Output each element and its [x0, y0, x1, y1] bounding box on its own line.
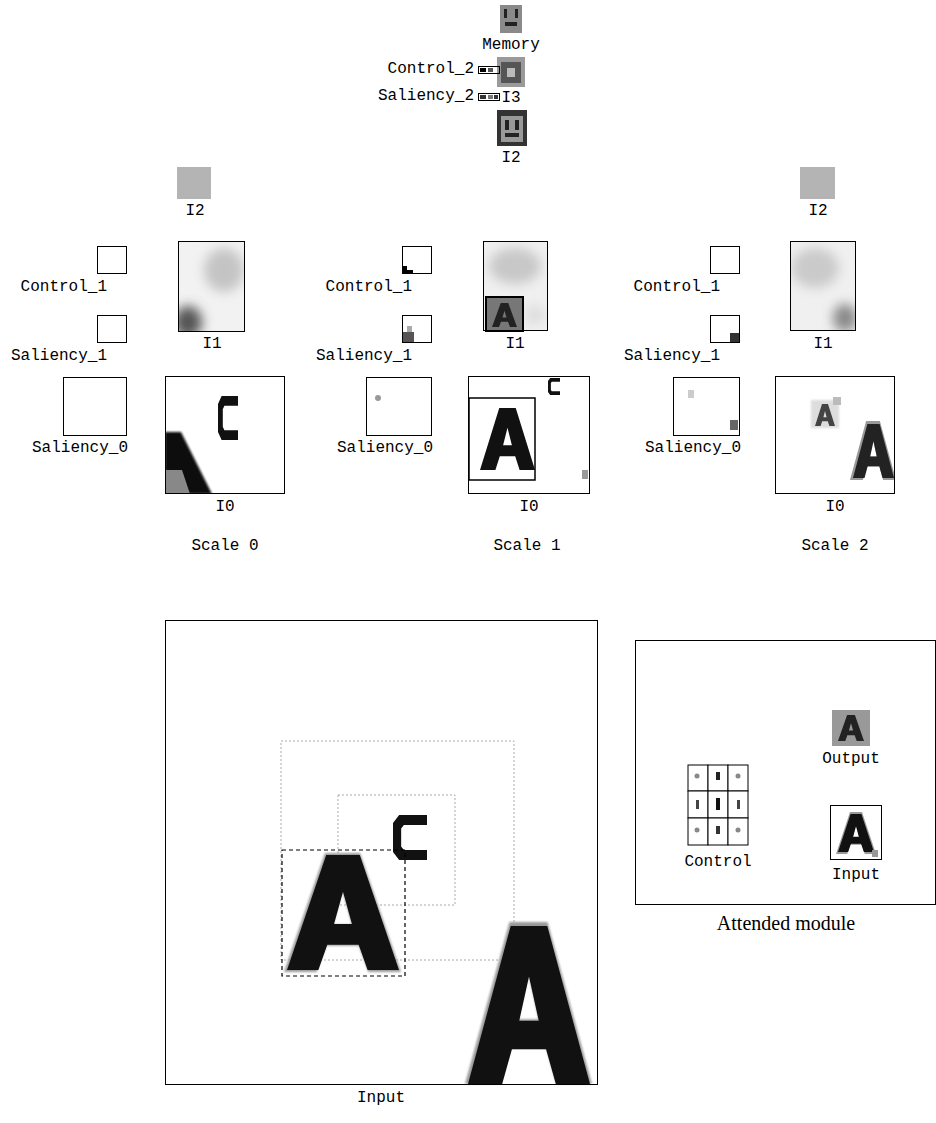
panel-label: Saliency_1	[316, 348, 412, 366]
image-panel: I0	[775, 376, 895, 494]
saliency-map: Saliency_0	[366, 377, 432, 436]
image-panel: I1	[483, 241, 548, 331]
panel-label: Saliency_0	[337, 440, 433, 458]
control-map: Control_1	[710, 246, 740, 274]
input-image: Input	[165, 620, 598, 1085]
panel-label: Saliency_1	[624, 348, 720, 366]
panel-label: Saliency_1	[11, 348, 107, 366]
panel-label: I3	[501, 90, 520, 108]
panel-label: Saliency_2	[378, 88, 474, 106]
module-panel: Attended moduleControlOutputInput	[635, 640, 936, 905]
saliency-map: Saliency_1	[710, 315, 740, 343]
image-panel: I0	[165, 376, 285, 494]
control-map: Control_2	[478, 66, 500, 74]
panel-label: Control_1	[326, 279, 412, 297]
panel-label: Saliency_0	[645, 440, 741, 458]
image-panel: I2	[177, 167, 211, 199]
saliency-map: Saliency_0	[673, 377, 740, 436]
panel-label: Control_1	[21, 279, 107, 297]
control-grid: Control	[688, 765, 748, 845]
memory-panel: Memory	[500, 5, 522, 33]
image-panel: I2	[800, 167, 835, 199]
panel-label: I1	[813, 336, 832, 354]
output-image: Output	[832, 710, 870, 746]
panel-label: Saliency_0	[32, 440, 128, 458]
control-map: Control_1	[402, 246, 432, 274]
panel-label: Control_2	[388, 61, 474, 79]
scale-label: Scale 2	[801, 538, 868, 556]
saliency-map: Saliency_1	[402, 315, 432, 343]
panel-label: Output	[822, 751, 880, 769]
panel-label: I0	[825, 499, 844, 517]
control-map: Control_1	[97, 246, 127, 274]
panel-label: I2	[185, 203, 204, 221]
panel-label: I1	[202, 336, 221, 354]
panel-label: Input	[357, 1090, 405, 1108]
panel-label: Input	[832, 867, 880, 885]
saliency-map: Saliency_2	[478, 93, 500, 101]
image-panel: I1	[790, 241, 856, 331]
panel-label: I2	[808, 203, 827, 221]
panel-label: Memory	[482, 37, 540, 55]
panel-label: I2	[501, 150, 520, 168]
panel-label: Control_1	[634, 279, 720, 297]
image-panel: I0	[468, 376, 590, 494]
input-patch: Input	[830, 805, 882, 860]
panel-label: I1	[505, 336, 524, 354]
panel-label: I0	[215, 499, 234, 517]
image-panel: I2	[497, 110, 527, 146]
saliency-map: Saliency_1	[97, 315, 127, 343]
panel-label: I0	[519, 499, 538, 517]
image-panel: I1	[178, 241, 245, 332]
image-panel: I3	[497, 57, 525, 87]
saliency-map: Saliency_0	[63, 377, 127, 436]
panel-label: Control	[684, 854, 751, 872]
scale-label: Scale 0	[191, 538, 258, 556]
scale-label: Scale 1	[493, 538, 560, 556]
panel-label: Attended module	[717, 912, 855, 934]
